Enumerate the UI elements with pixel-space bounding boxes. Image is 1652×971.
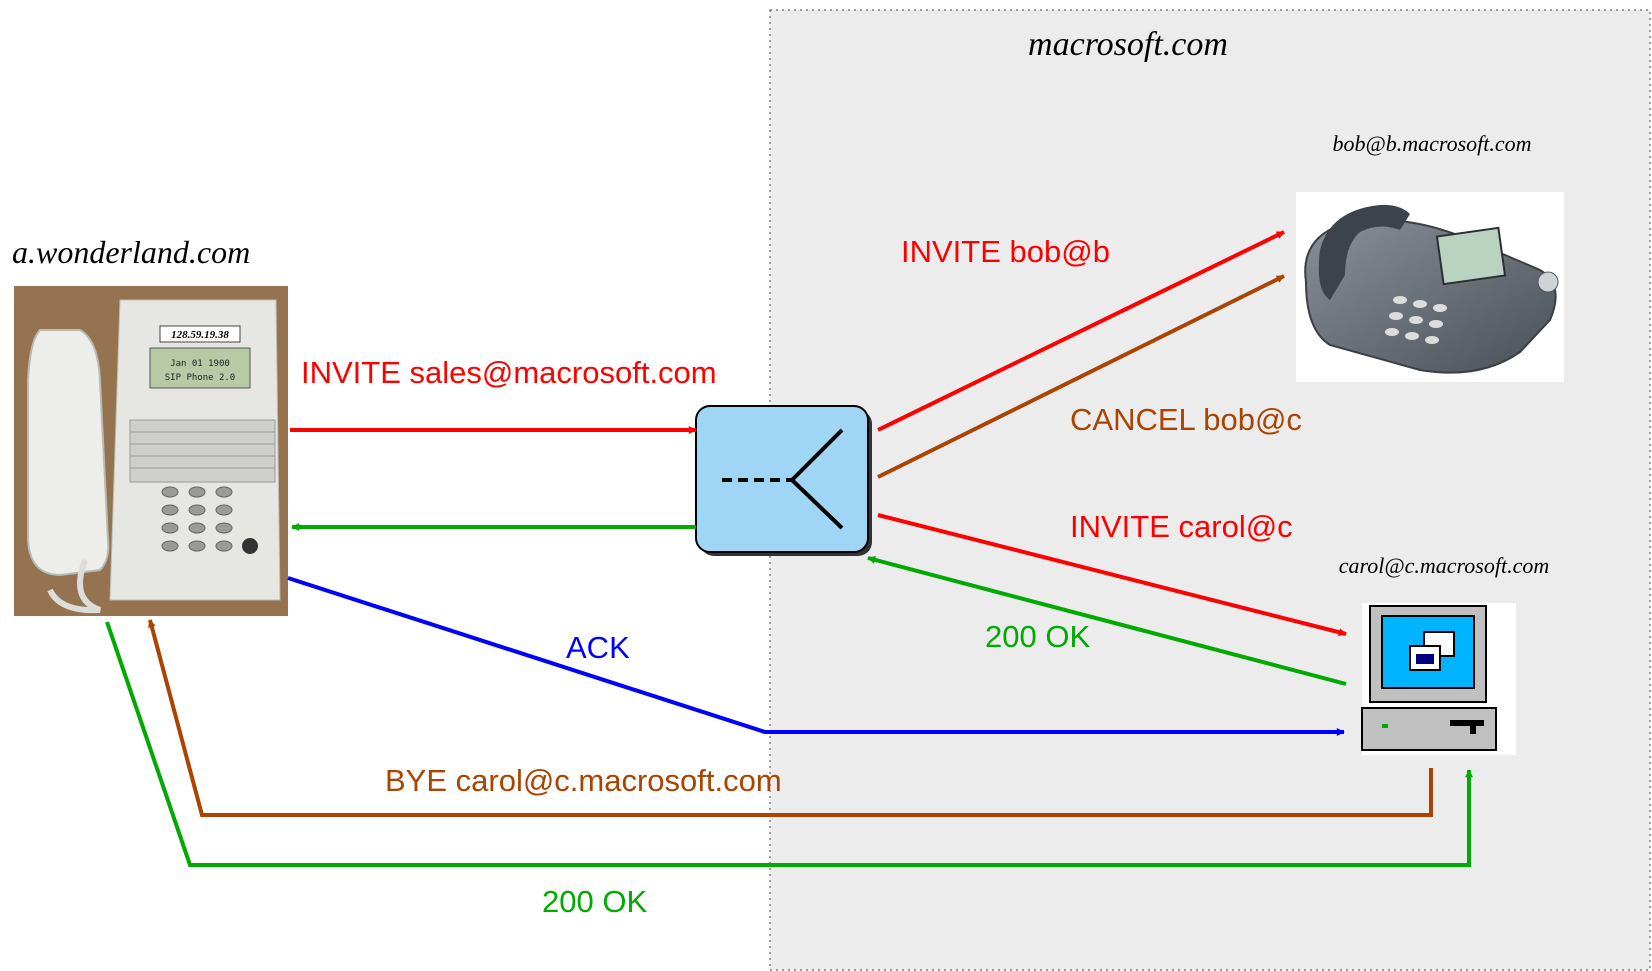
fork-proxy-icon	[722, 428, 844, 530]
label-invite-carol: INVITE carol@c	[1070, 509, 1293, 544]
arrow-cancel-bob	[877, 274, 1285, 479]
arrow-ok-carol-proxy	[867, 555, 1347, 686]
arrow-ok-final	[105, 621, 1473, 867]
carol-computer-icon	[1361, 603, 1516, 755]
caller-ip-label: 128.59.19.38	[171, 329, 229, 341]
caller-lcd-line-1: Jan 01 1900	[170, 359, 230, 369]
arrow-ack	[287, 576, 1345, 736]
proxy-server	[695, 405, 872, 556]
bob-phone-icon	[1296, 192, 1564, 382]
caller-lcd-line-2: SIP Phone 2.0	[165, 373, 235, 383]
bob-label: bob@b.macrosoft.com	[1332, 131, 1531, 156]
caller-label: a.wonderland.com	[12, 234, 250, 270]
macrosoft-domain-region	[769, 9, 1651, 971]
label-invite-bob: INVITE bob@b	[901, 234, 1110, 269]
carol-label: carol@c.macrosoft.com	[1339, 553, 1549, 578]
label-ack: ACK	[566, 630, 630, 665]
label-invite-sales: INVITE sales@macrosoft.com	[301, 355, 717, 390]
label-cancel-bob: CANCEL bob@c	[1070, 402, 1302, 437]
arrow-invite-bob	[877, 230, 1285, 432]
caller-phone-icon: 128.59.19.38 Jan 01 1900 SIP Phone 2.0	[14, 286, 288, 616]
label-ok-carol-proxy: 200 OK	[985, 619, 1090, 654]
arrow-invite-carol	[877, 513, 1347, 637]
label-ok-final: 200 OK	[542, 884, 647, 919]
domain-label: macrosoft.com	[1028, 26, 1228, 63]
arrow-bye	[147, 619, 1433, 817]
label-bye: BYE carol@c.macrosoft.com	[385, 763, 782, 798]
